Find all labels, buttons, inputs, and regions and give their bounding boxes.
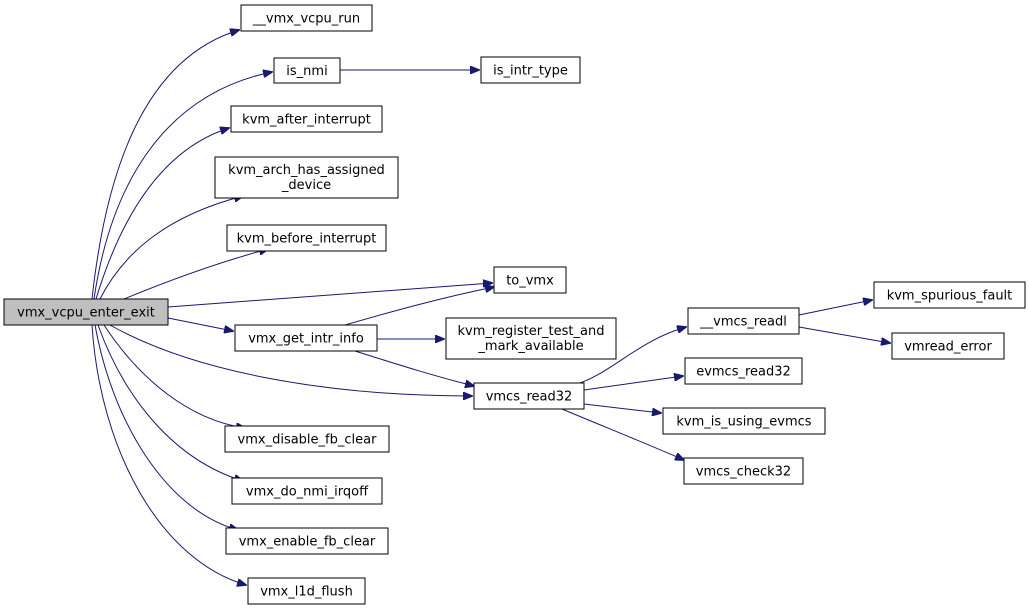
edge-vmx_get_intr_info-to-to_vmx	[344, 287, 494, 326]
node-label: vmx_disable_fb_clear	[238, 433, 378, 448]
node-label: vmx_vcpu_enter_exit	[17, 306, 155, 321]
node-vmx_get_intr_info[interactable]: vmx_get_intr_info	[234, 324, 378, 352]
edge-vmx_vcpu_enter_exit-to-vmx_l1d_flush	[91, 324, 246, 585]
node-box	[231, 477, 383, 505]
node-label: vmx_do_nmi_irqoff	[246, 485, 369, 500]
node-label: vmx_get_intr_info	[248, 332, 364, 347]
edge-vmx_vcpu_enter_exit-to-vmx_get_intr_info	[167, 317, 233, 331]
node-is_nmi[interactable]: is_nmi	[273, 57, 341, 84]
node-box	[3, 298, 169, 326]
node-label: vmread_error	[904, 340, 992, 355]
edge-vmcs_read32-to-vmcs_check32	[561, 408, 684, 460]
edge-vmx_vcpu_enter_exit-to-kvm_before_interrupt	[123, 249, 268, 300]
node-box	[493, 266, 567, 294]
edge-vmx_vcpu_enter_exit-to-kvm_arch_has_assigned_device	[99, 196, 243, 300]
edge-vmx_vcpu_enter_exit-to-is_nmi	[93, 72, 272, 300]
edge-vmx_vcpu_enter_exit-to-vmcs_read32	[109, 324, 472, 396]
node-label: evmcs_read32	[696, 365, 791, 380]
node-label: kvm_arch_has_assigned	[228, 163, 385, 178]
node-label: __vmx_vcpu_run	[252, 12, 360, 27]
node-box	[662, 407, 826, 435]
node-box	[873, 281, 1026, 309]
node-box	[224, 425, 390, 453]
call-edges	[91, 30, 890, 585]
edge-vmcs_read32-to-evmcs_read32	[583, 376, 683, 391]
node-box	[891, 332, 1005, 360]
node-box	[683, 457, 804, 485]
node-kvm_arch_has_assigned_device[interactable]: kvm_arch_has_assigned_device	[214, 156, 399, 199]
node-vmcs_read32[interactable]: vmcs_read32	[473, 382, 585, 410]
node-box	[684, 357, 803, 385]
edge-vmx_vcpu_enter_exit-to-kvm_after_interrupt	[95, 128, 229, 300]
node-label: vmcs_read32	[486, 390, 573, 405]
node-__vmcs_readl[interactable]: __vmcs_readl	[687, 307, 800, 335]
edge-vmx_vcpu_enter_exit-to-to_vmx	[167, 283, 492, 308]
function-nodes: vmx_vcpu_enter_exit __vmx_vcpu_run is_nmi i…	[3, 4, 1026, 605]
edge-vmcs_read32-to-__vmcs_readl	[579, 327, 686, 384]
node-label: is_intr_type	[493, 64, 568, 79]
node-kvm_spurious_fault[interactable]: kvm_spurious_fault	[873, 281, 1026, 309]
edge-vmx_vcpu_enter_exit-to-vmx_enable_fb_clear	[94, 324, 238, 530]
node-kvm_is_using_evmcs[interactable]: kvm_is_using_evmcs	[662, 407, 826, 435]
node-label: vmx_l1d_flush	[260, 585, 353, 600]
node-vmx_vcpu_enter_exit[interactable]: vmx_vcpu_enter_exit	[3, 298, 169, 326]
node-box	[273, 57, 341, 84]
node-label: to_vmx	[506, 274, 554, 289]
node-label: is_nmi	[286, 64, 327, 79]
node-label: kvm_after_interrupt	[242, 113, 371, 128]
node-kvm_register_test_and_mark_available[interactable]: kvm_register_test_and_mark_available	[445, 317, 617, 360]
node-box	[247, 577, 366, 605]
node-vmx_l1d_flush[interactable]: vmx_l1d_flush	[247, 577, 366, 605]
node-box	[445, 317, 617, 360]
node-__vmx_vcpu_run[interactable]: __vmx_vcpu_run	[240, 4, 373, 32]
node-box	[480, 56, 581, 84]
node-box	[473, 382, 585, 410]
node-box	[240, 4, 373, 32]
node-vmx_disable_fb_clear[interactable]: vmx_disable_fb_clear	[224, 425, 390, 453]
node-label-line2: _device	[281, 178, 331, 193]
edge-vmx_get_intr_info-to-vmcs_read32	[354, 350, 474, 386]
node-to_vmx[interactable]: to_vmx	[493, 266, 567, 294]
node-box	[226, 224, 387, 252]
edge-vmx_vcpu_enter_exit-to-vmx_disable_fb_clear	[103, 324, 245, 428]
edge-__vmcs_readl-to-vmread_error	[798, 326, 890, 343]
node-vmcs_check32[interactable]: vmcs_check32	[683, 457, 804, 485]
edge-vmcs_read32-to-kvm_is_using_evmcs	[583, 403, 661, 413]
node-is_intr_type[interactable]: is_intr_type	[480, 56, 581, 84]
node-vmread_error[interactable]: vmread_error	[891, 332, 1005, 360]
node-evmcs_read32[interactable]: evmcs_read32	[684, 357, 803, 385]
edge-vmx_vcpu_enter_exit-to-vmx_do_nmi_irqoff	[97, 324, 243, 481]
node-label: kvm_register_test_and	[458, 324, 605, 339]
node-label: kvm_is_using_evmcs	[676, 415, 811, 430]
node-label-line2: _mark_available	[477, 339, 583, 354]
node-box	[214, 156, 399, 199]
node-box	[687, 307, 800, 335]
node-box	[225, 527, 389, 555]
node-label: vmcs_check32	[696, 465, 791, 480]
node-label: kvm_before_interrupt	[237, 232, 377, 247]
node-label: __vmcs_readl	[699, 315, 787, 330]
node-kvm_before_interrupt[interactable]: kvm_before_interrupt	[226, 224, 387, 252]
node-vmx_enable_fb_clear[interactable]: vmx_enable_fb_clear	[225, 527, 389, 555]
node-vmx_do_nmi_irqoff[interactable]: vmx_do_nmi_irqoff	[231, 477, 383, 505]
edge-__vmcs_readl-to-kvm_spurious_fault	[798, 300, 872, 316]
node-label: vmx_enable_fb_clear	[239, 535, 376, 550]
node-box	[230, 105, 383, 133]
node-box	[234, 324, 378, 352]
edge-vmx_vcpu_enter_exit-to-__vmx_vcpu_run	[91, 30, 239, 300]
node-label: kvm_spurious_fault	[887, 289, 1013, 304]
node-kvm_after_interrupt[interactable]: kvm_after_interrupt	[230, 105, 383, 133]
